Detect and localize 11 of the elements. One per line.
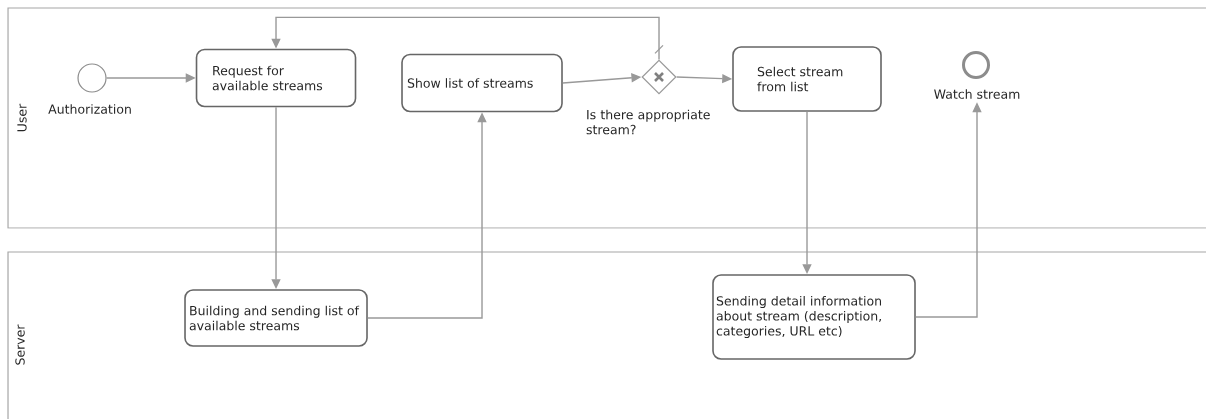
task-box: Show list of streams xyxy=(401,53,563,113)
task-box: Request for available streams xyxy=(195,48,357,108)
task-box: Sending detail information about stream (description, categories, URL etc) xyxy=(712,274,916,360)
node-label: Is there appropriate stream? xyxy=(586,109,710,135)
node-label: Watch stream xyxy=(934,89,1020,99)
node-label: Authorization xyxy=(48,104,131,114)
start-event: Authorization xyxy=(48,63,131,114)
task-box: Select stream from list xyxy=(732,46,882,112)
task-box: Building and sending list of available streams xyxy=(184,289,368,347)
sequence-flow-arrow xyxy=(271,16,664,61)
end-event: Watch stream xyxy=(934,51,1020,99)
